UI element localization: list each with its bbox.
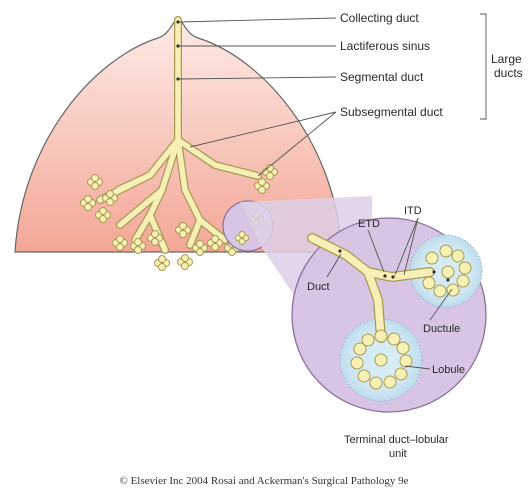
- label-lobule: Lobule: [432, 364, 465, 376]
- label-lactiferous-sinus: Lactiferous sinus: [340, 39, 430, 53]
- label-large-ducts-2: ducts: [494, 66, 523, 80]
- label-etd: ETD: [358, 218, 380, 230]
- label-subsegmental-duct: Subsegmental duct: [340, 105, 443, 119]
- label-itd: ITD: [404, 205, 422, 217]
- label-large-ducts-1: Large: [491, 52, 522, 66]
- label-segmental-duct: Segmental duct: [340, 70, 424, 84]
- label-ductule: Ductule: [423, 323, 460, 335]
- label-tdlu-2: unit: [389, 448, 407, 460]
- label-duct: Duct: [307, 281, 330, 293]
- label-collecting-duct: Collecting duct: [340, 11, 419, 25]
- label-tdlu-1: Terminal duct–lobular: [344, 434, 449, 446]
- copyright-notice: © Elsevier Inc 2004 Rosai and Ackerman's…: [119, 475, 408, 487]
